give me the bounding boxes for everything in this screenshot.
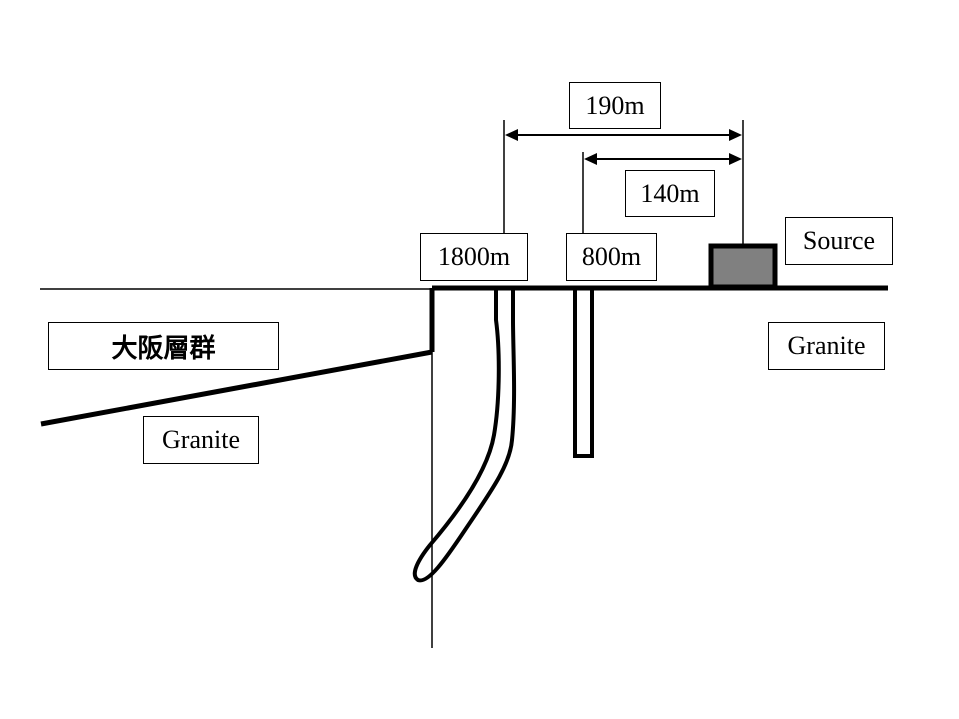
label-granite-right: Granite [768, 322, 885, 370]
borehole-800m [573, 286, 594, 458]
source-block [708, 243, 778, 290]
label-800m: 800m [566, 233, 657, 281]
label-osaka-group: 大阪層群 [48, 322, 279, 370]
arrow-140m-head-left [584, 153, 597, 165]
arrow-140m-head-right [729, 153, 742, 165]
label-190m: 190m [569, 82, 661, 129]
label-granite-left: Granite [143, 416, 259, 464]
label-1800m: 1800m [420, 233, 528, 281]
borehole-1800m [412, 288, 517, 583]
label-source: Source [785, 217, 893, 265]
label-140m: 140m [625, 170, 715, 217]
granite-boundary-line [40, 349, 433, 427]
arrow-190m-head-right [729, 129, 742, 141]
arrow-190m-head-left [505, 129, 518, 141]
